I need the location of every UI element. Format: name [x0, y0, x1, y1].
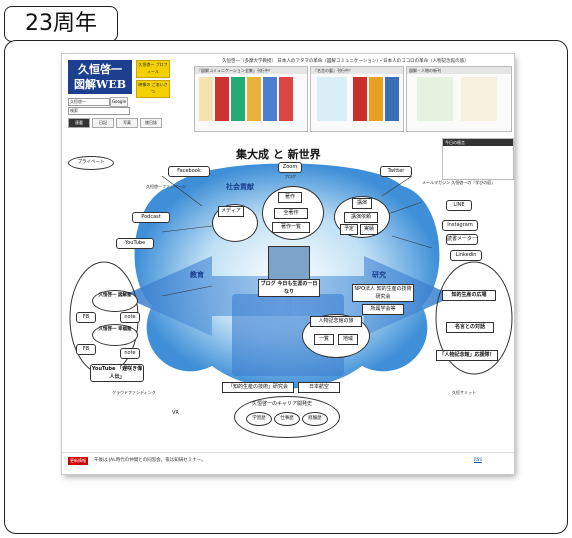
line-box[interactable]: LINE: [446, 200, 472, 211]
right-ellipse: [435, 261, 513, 375]
ichiran-box[interactable]: 一覧: [314, 334, 334, 345]
career-label[interactable]: 久恒啓一のキャリア開発史: [252, 401, 313, 407]
center-blog-box[interactable]: ブログ 今日も生涯の一日なり: [258, 279, 320, 297]
search-input[interactable]: 久恒啓一: [68, 98, 110, 106]
education-label: 教育: [190, 271, 204, 279]
nav-item-3[interactable]: 旅日誌: [140, 118, 162, 128]
search-option[interactable]: 検索: [68, 107, 130, 115]
search-input-text: 久恒啓一: [70, 99, 86, 104]
shigoto-oval[interactable]: 仕事歴: [274, 412, 300, 426]
book-cover[interactable]: [247, 77, 261, 121]
nav-item-2[interactable]: 写真: [116, 118, 138, 128]
anniversary-tag: 23周年: [4, 6, 118, 42]
shozoku-box[interactable]: 所属学会等: [362, 304, 404, 315]
kouen-box[interactable]: 講演: [352, 198, 372, 209]
hisatsune-summit-label[interactable]: 久恒サミット: [452, 390, 476, 395]
cloud-funding-label[interactable]: クラウドファンディング: [112, 390, 156, 395]
juku1-oval[interactable]: 久恒啓一 図解塾: [92, 290, 138, 312]
jinbutsu-ouen-box[interactable]: 「人物記念館」応援隊！: [436, 350, 498, 361]
rss-link[interactable]: RSS: [474, 457, 482, 462]
fanpage-label[interactable]: 久恒啓一ファンページ: [146, 184, 186, 189]
book-cover[interactable]: [263, 77, 277, 121]
book-cover[interactable]: [317, 77, 347, 121]
book-cover[interactable]: [199, 77, 213, 121]
profile-button[interactable]: 久恒啓一 プロフィール: [136, 60, 170, 78]
youtube-rekishi-box[interactable]: YouTube 「遅咲き偉人伝」: [90, 364, 144, 382]
meigen-box[interactable]: 名言との対話: [446, 322, 494, 333]
research-label: 研究: [372, 271, 386, 279]
diagram-title: 集大成 と 新世界: [236, 148, 321, 161]
nihon-koku-box[interactable]: 日本航空: [298, 382, 340, 393]
kinenkan-box[interactable]: 人物記念館の旅: [310, 316, 362, 327]
jisseki-box[interactable]: 実績: [360, 224, 378, 235]
twitter-box[interactable]: Twitter: [380, 166, 412, 177]
youtube-box[interactable]: YouTube: [116, 238, 154, 249]
today-quote-box: 今日の格言: [442, 138, 514, 180]
blog-label[interactable]: ブログ: [284, 174, 296, 179]
update-text: 午後は JAL時代の仲間との同窓会。夜は知研セミナー。: [94, 458, 206, 463]
nav-item-1[interactable]: 日記: [92, 118, 114, 128]
books-panel-1: 『図解コミュニケーション全集』刊行中！: [194, 66, 308, 132]
keiken-oval[interactable]: 経験歴: [302, 412, 328, 426]
book-cover[interactable]: [215, 77, 229, 121]
concept-diagram: 集大成 と 新世界 Zoom ブログ 社会貢献 著作 全著作 著作一覧 メディア…: [62, 146, 514, 446]
note-box-2[interactable]: note: [120, 348, 140, 359]
nav-item-0[interactable]: 連載: [68, 118, 90, 128]
chosaku-list-box[interactable]: 著作一覧: [272, 222, 310, 233]
zen-chosaku-box[interactable]: 全著作: [274, 208, 308, 219]
webpage-screenshot: 久恒啓一 図解WEB 久恒啓一 プロフィール 映像の ごあいさつ 久恒啓一 Go…: [62, 54, 514, 474]
site-logo[interactable]: 久恒啓一 図解WEB: [68, 60, 132, 94]
book-cover[interactable]: [279, 77, 293, 121]
stairs-block: [232, 294, 344, 376]
fb-box-2[interactable]: FB: [76, 344, 96, 355]
linkedin-box[interactable]: Linkedin: [450, 250, 482, 261]
book-cover[interactable]: [369, 77, 383, 121]
yotei-box[interactable]: 予定: [340, 224, 358, 235]
chosaku-box[interactable]: 著作: [278, 192, 302, 203]
book-cover[interactable]: [231, 77, 245, 121]
author-photo: [268, 246, 310, 280]
private-oval[interactable]: プライベート: [68, 156, 114, 170]
header-headline: 久恒啓一（多摩大学教授） 日本人のアタマの革命（図解コミュニケーション）・日本人…: [222, 59, 469, 64]
logo-line2: 図解WEB: [73, 78, 127, 91]
zoom-box[interactable]: Zoom: [278, 162, 302, 173]
logo-line1: 久恒啓一: [78, 63, 122, 76]
books-panel-3: 図解・人物の新刊: [406, 66, 512, 132]
media-box[interactable]: メディア: [218, 206, 244, 217]
books-panel-3-title: 図解・人物の新刊: [407, 67, 511, 74]
books-panel-2-title: 『名言の暦』刊行中！: [311, 67, 403, 74]
book-cover[interactable]: [385, 77, 399, 121]
kouen-irai-box[interactable]: 講演依頼: [344, 212, 378, 223]
instagram-box[interactable]: Instagram: [442, 220, 478, 231]
social-label: 社会貢献: [226, 183, 254, 191]
facebook-box[interactable]: Facebook: [168, 166, 210, 177]
jiseki-box[interactable]: 地域: [338, 334, 358, 345]
note-box-1[interactable]: note: [120, 312, 140, 323]
podcast-box[interactable]: Podcast: [132, 212, 170, 223]
fb-box-1[interactable]: FB: [76, 312, 96, 323]
gakkyo-oval[interactable]: 学習歴: [246, 412, 272, 426]
search-option-text: 検索: [70, 108, 78, 113]
kotoba-box[interactable]: 「知的生産の技術」研究会: [222, 382, 294, 393]
nav-bar: 連載 日記 写真 旅日誌: [68, 118, 188, 128]
greeting-video-button[interactable]: 映像の ごあいさつ: [136, 80, 170, 98]
book-cover[interactable]: [461, 77, 497, 121]
chiteki-hiroba-box[interactable]: 知的生産の広場: [442, 290, 496, 301]
footer-bar: 更新情報 午後は JAL時代の仲間との同窓会。夜は知研セミナー。 RSS: [62, 452, 514, 467]
book-cover[interactable]: [353, 77, 367, 121]
mailmagazine-label[interactable]: メールマガジン 久恒啓一の『学びの庭』: [422, 180, 496, 185]
google-search-button[interactable]: Google: [110, 97, 128, 107]
books-panel-2: 『名言の暦』刊行中！: [310, 66, 404, 132]
dokusho-box[interactable]: 読書メーター: [446, 234, 478, 245]
books-panel-1-title: 『図解コミュニケーション全集』刊行中！: [195, 67, 307, 74]
npo-box[interactable]: NPO法人 知的生産の技術研究会: [352, 284, 414, 302]
book-cover[interactable]: [417, 77, 453, 121]
vr-label[interactable]: VR: [172, 410, 179, 416]
today-quote-title: 今日の格言: [443, 139, 513, 146]
juku2-oval[interactable]: 久恒啓一 幸福塾: [92, 324, 138, 346]
update-badge: 更新情報: [68, 457, 88, 465]
